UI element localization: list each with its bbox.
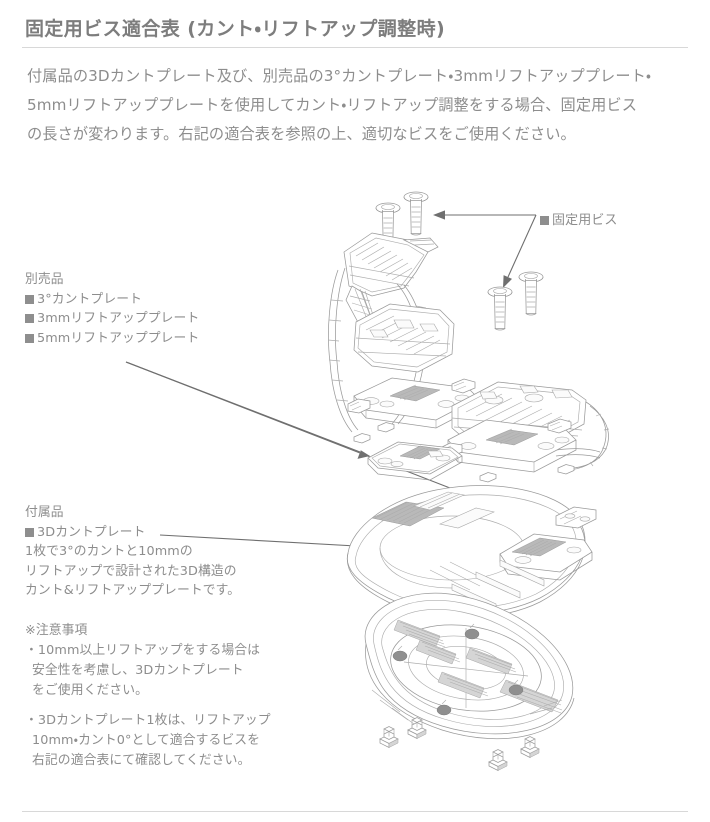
board-insert-disc [364, 592, 575, 740]
page-title-sub: (カント・リフトアップ調整時) [187, 18, 446, 40]
footer-divider [22, 811, 688, 812]
annotation-included-desc-line: リフトアップで設計された3D構造の [25, 563, 237, 579]
annotation-caution-note-line: ・3Dカントプレート1枚は、リフトアップ [25, 713, 271, 728]
intro-paragraph: 付属品の3Dカントプレート及び、別売品の3°カントプレート・3mmリフトアッププ… [27, 62, 652, 149]
threaded-insert [379, 726, 399, 748]
cant-plate-flat [367, 441, 463, 481]
header-divider [22, 47, 688, 48]
annotation-included-desc-line: カント&リフトアッププレートです。 [25, 583, 241, 598]
annotation-caution-note-line: 右記の適合表にて確認してください。 [32, 753, 251, 768]
binding-baseplate-right [439, 381, 610, 483]
annotation-included-desc-line: 1枚で3°のカントと10mmの [25, 544, 193, 559]
annotation-mounting-screw: 固定用ビス [540, 211, 618, 231]
threaded-insert [407, 717, 427, 739]
bullet-square-icon [25, 333, 34, 343]
annotation-optional-item-label: 3mmリフトアッププレート [37, 311, 200, 326]
bullet-square-icon [25, 294, 34, 304]
annotation-optional-item: 3mmリフトアッププレート [25, 309, 199, 329]
mounting-screw [518, 271, 544, 316]
leader-line-screws [433, 210, 537, 288]
3d-cant-plate [346, 485, 597, 619]
annotation-optional-heading: 別売品 [25, 272, 64, 287]
annotation-caution-spacer [25, 701, 271, 711]
annotation-optional-item: 3°カントプレート [25, 290, 199, 310]
annotation-caution-heading: ※注意事項 [25, 623, 88, 638]
bullet-square-icon [540, 216, 549, 225]
annotation-caution-note-line: 10mm・カント0°として適合するビスを [32, 733, 261, 748]
intro-text: 付属品の3Dカントプレート及び、別売品の3°カントプレート・3mmリフトアッププ… [27, 67, 652, 143]
annotation-included-item: 3Dカントプレート [25, 523, 240, 543]
annotation-optional-item-label: 3°カントプレート [37, 291, 143, 307]
binding-assembly-upper [327, 232, 479, 444]
threaded-insert [520, 736, 540, 758]
annotation-caution-note-line: 安全性を考慮し、3Dカントプレート [32, 663, 244, 678]
bullet-square-icon [25, 527, 34, 537]
annotation-caution-note-line: をご使用ください。 [32, 683, 149, 698]
annotation-included-item-label: 3Dカントプレート [37, 524, 146, 540]
bullet-square-icon [25, 314, 34, 323]
annotation-caution-note-line: ・10mm以上リフトアップをする場合は [25, 643, 261, 658]
annotation-included-parts: 付属品 3Dカントプレート 1枚で3°のカントと10mmの リフトアップで設計さ… [25, 503, 240, 601]
annotation-included-heading: 付属品 [25, 505, 64, 520]
annotation-optional-parts: 別売品 3°カントプレート 3mmリフトアッププレート 5mmリフトアッププレー… [25, 270, 199, 348]
annotation-screw-label: 固定用ビス [552, 213, 618, 228]
mounting-screw [487, 286, 513, 331]
threaded-insert [488, 749, 508, 771]
page-title: 固定用ビス適合表 (カント・リフトアップ調整時) [25, 14, 445, 41]
annotation-screw-row: 固定用ビス [540, 211, 618, 231]
mounting-screw [403, 191, 429, 236]
annotation-optional-item-label: 5mmリフトアッププレート [37, 330, 200, 346]
page-title-main: 固定用ビス適合表 [25, 18, 181, 40]
annotation-caution: ※注意事項 ・10mm以上リフトアップをする場合は 安全性を考慮し、3Dカントプ… [25, 621, 271, 771]
annotation-optional-item: 5mmリフトアッププレート [25, 329, 199, 349]
